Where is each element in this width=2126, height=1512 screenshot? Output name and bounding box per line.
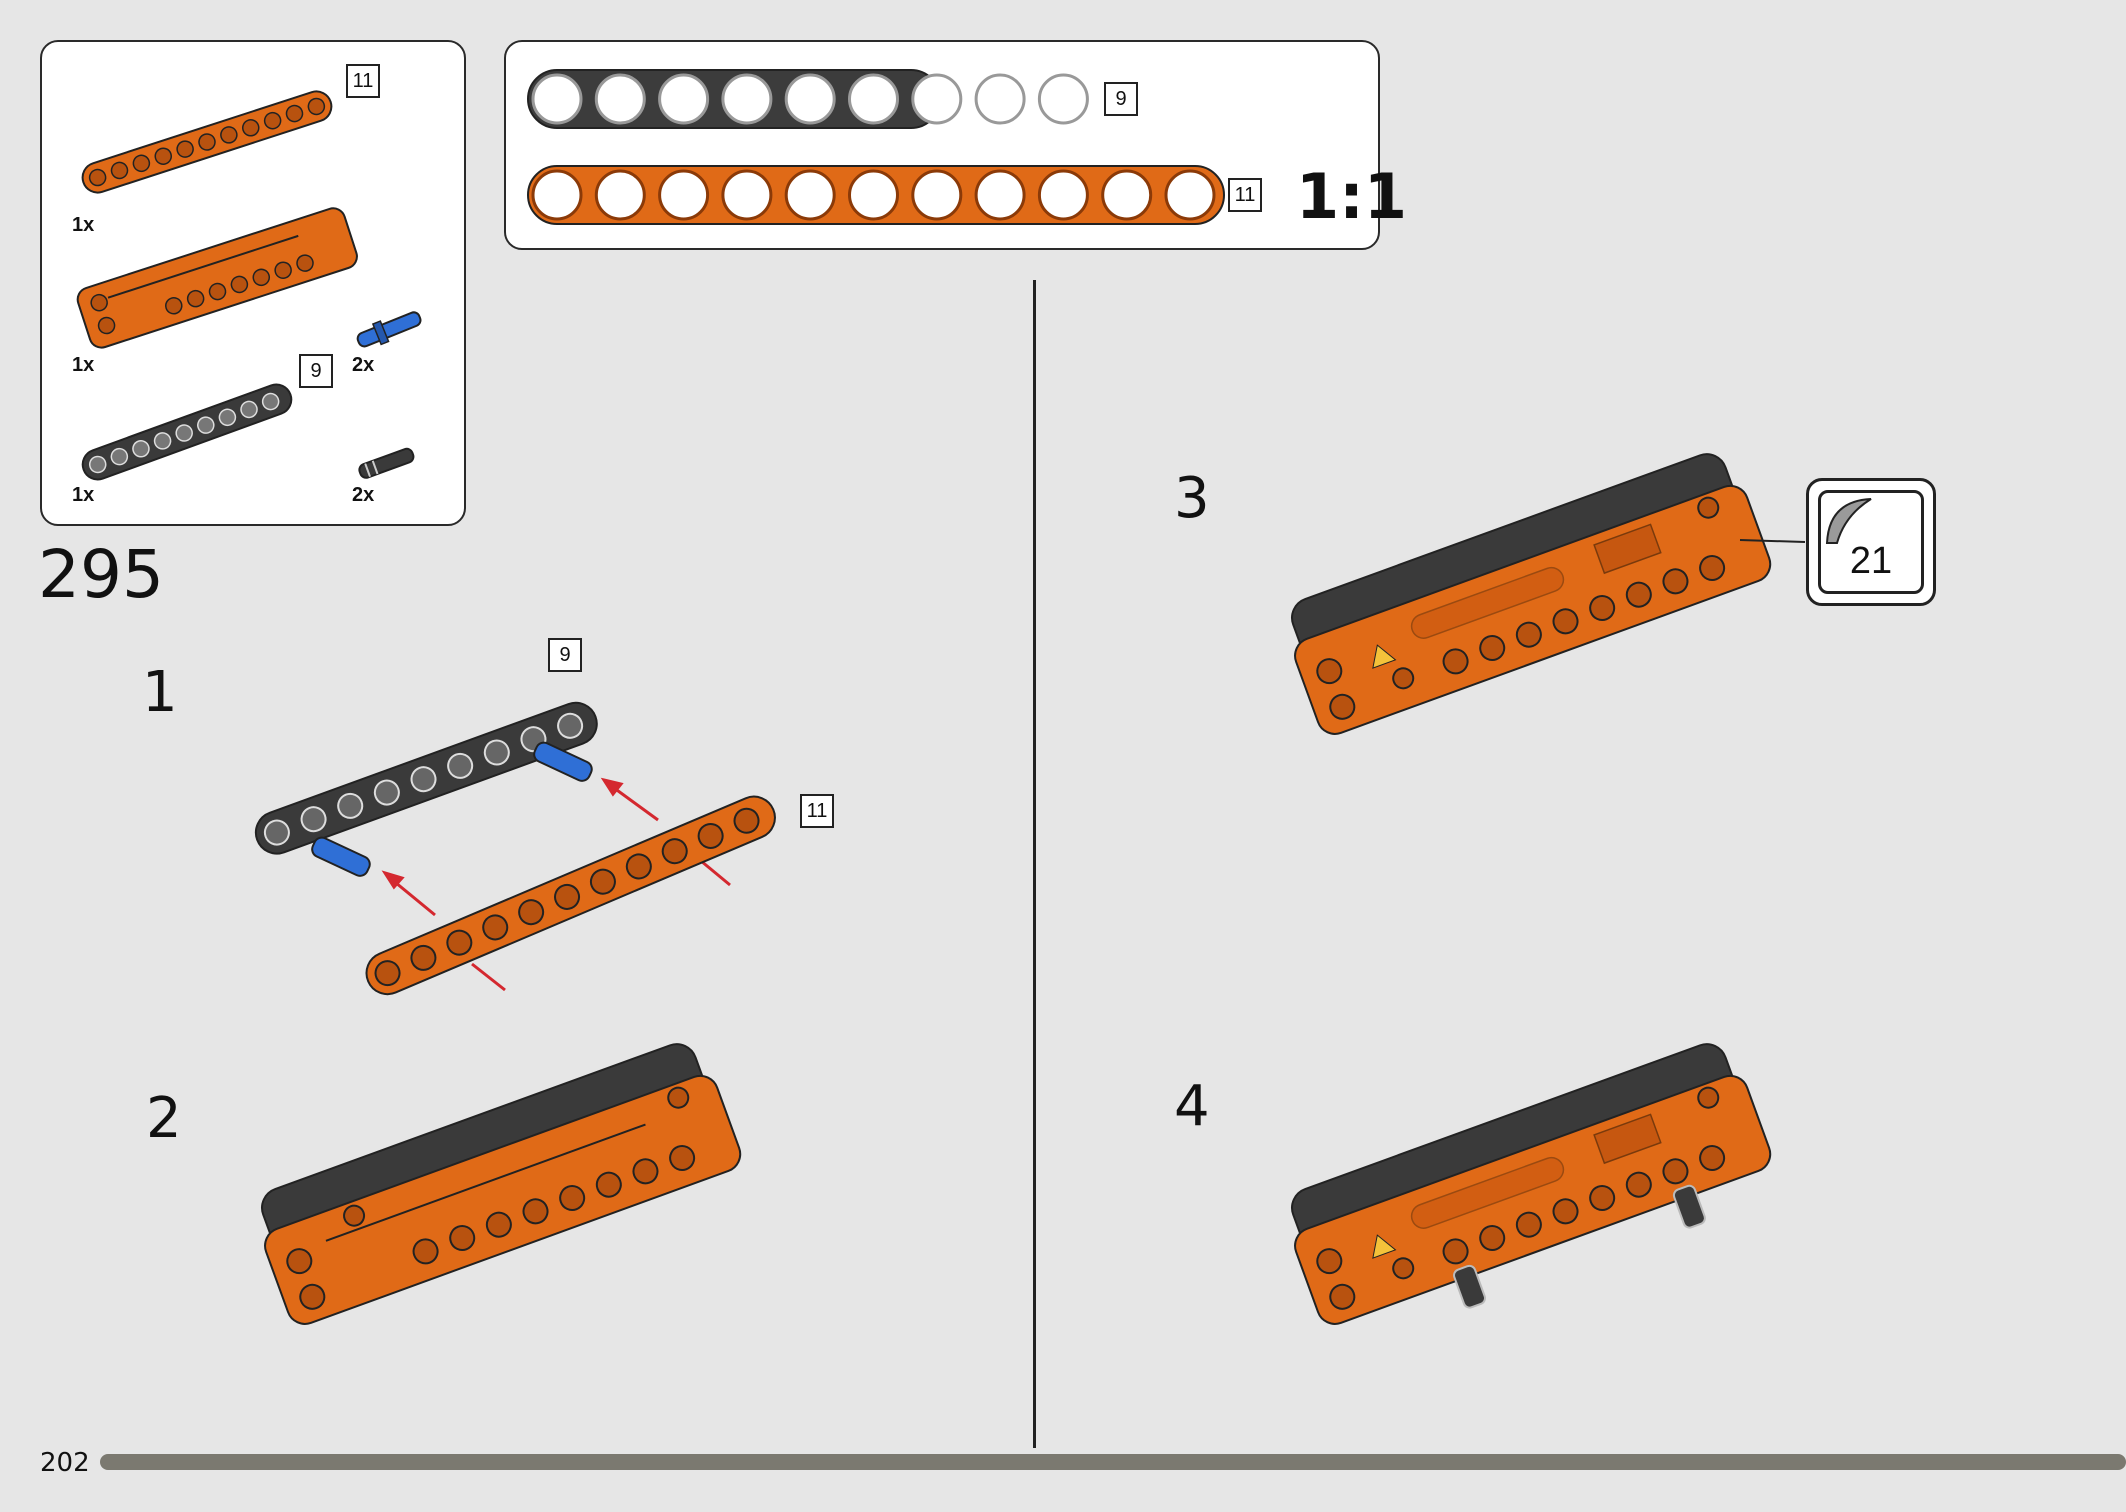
length-tag: 11 — [800, 794, 834, 828]
length-tag: 9 — [299, 354, 333, 388]
beam-hole — [974, 169, 1026, 221]
beam-hole — [531, 169, 583, 221]
beam-hole — [594, 169, 646, 221]
beam-hole — [911, 73, 963, 125]
main-step-number: 295 — [38, 536, 164, 613]
beam-hole — [974, 73, 1026, 125]
progress-bar — [100, 1454, 2126, 1470]
beam-hole — [1101, 169, 1153, 221]
scale-label: 1:1 — [1296, 160, 1408, 233]
beam-hole — [784, 169, 836, 221]
scale-guide-box: 9 11 1:1 — [504, 40, 1407, 250]
length-tag: 11 — [346, 64, 380, 98]
beam-hole — [594, 73, 646, 125]
beam-hole — [848, 169, 899, 221]
beam-hole — [1164, 169, 1216, 221]
length-tag: 9 — [1104, 82, 1138, 116]
beam-hole — [658, 169, 710, 221]
beam-hole — [784, 73, 836, 125]
black-pin-icon — [358, 447, 415, 479]
beam-hole — [721, 169, 773, 221]
substep-2-illustration — [261, 1043, 742, 1325]
sticker-peel-icon — [1825, 498, 1872, 544]
qty-label: 2x — [352, 484, 375, 506]
sticker-callout: 21 — [1806, 478, 1936, 606]
page-number: 202 — [40, 1448, 90, 1478]
substep-number: 1 — [142, 660, 178, 725]
qty-label: 2x — [352, 354, 375, 376]
beam-hole — [1037, 73, 1089, 125]
beam-hole — [531, 73, 583, 125]
length-tag: 11 — [1228, 178, 1262, 212]
orange-beam-11-icon — [81, 90, 333, 194]
sticker-number: 21 — [1849, 540, 1893, 582]
substep-1-illustration — [254, 701, 776, 996]
beam-hole — [658, 73, 710, 125]
qty-label: 1x — [72, 214, 95, 236]
scale-beam-9 — [527, 69, 1089, 129]
parts-list-box: 11 1x 1x 2x 9 1x — [40, 40, 466, 526]
column-divider — [1033, 280, 1036, 1448]
substep-number: 4 — [1174, 1074, 1210, 1139]
scale-beam-11 — [527, 165, 1225, 225]
orange-panel-icon — [76, 207, 358, 349]
substep-number: 3 — [1174, 466, 1210, 531]
qty-label: 1x — [72, 484, 95, 506]
black-beam-9-icon — [81, 383, 293, 481]
blue-axle-pin-icon — [356, 311, 422, 348]
length-tag: 9 — [548, 638, 582, 672]
substep-number: 2 — [146, 1086, 182, 1151]
beam-hole — [1037, 169, 1089, 221]
qty-label: 1x — [72, 354, 95, 376]
substep-3-illustration — [1291, 453, 1806, 735]
substep-4-illustration — [1291, 1043, 1772, 1325]
sticker-frame: 21 — [1818, 490, 1924, 594]
beam-hole — [721, 73, 773, 125]
beam-hole — [848, 73, 899, 125]
beam-hole — [911, 169, 963, 221]
